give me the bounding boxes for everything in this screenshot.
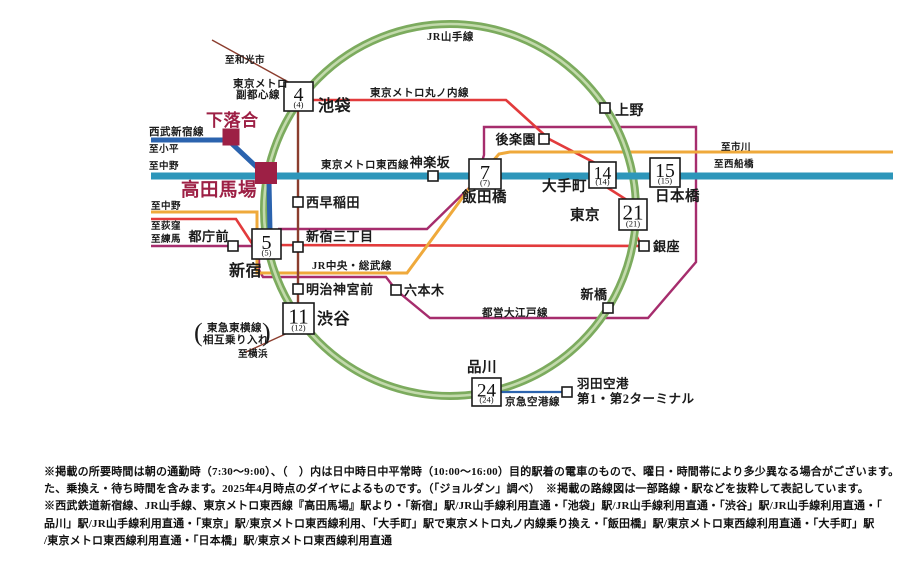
station-marker-ginza (638, 240, 650, 252)
label-ginza: 銀座 (653, 239, 680, 254)
label-fukutoshin-line-1: 東京メトロ (233, 77, 288, 90)
badge-minutes-ikebukuro: 4 (294, 84, 304, 106)
station-marker-meiji-jingumae (292, 283, 304, 295)
label-to-nakano-sobu: 至中野 (151, 200, 181, 212)
label-shimbashi: 新橋 (580, 287, 608, 302)
badge-minutes-shibuya: 11 (288, 304, 308, 328)
badge-minutes-daytime-nihombashi: (15) (658, 176, 672, 186)
label-shimo-ochiai: 下落合 (206, 110, 259, 130)
badge-minutes-nihombashi: 15 (655, 160, 675, 182)
station-marker-roppongi (390, 284, 402, 296)
station-marker-shinjuku-sanchome (292, 241, 304, 253)
label-to-ogikubo: 至荻窪 (151, 220, 181, 232)
badge-minutes-daytime-tokyo: (21) (626, 219, 640, 229)
label-to-yokohama: 至横浜 (238, 348, 268, 360)
label-toyoko-note-2: 相互乗り入れ (203, 333, 269, 346)
label-korakuen: 後楽園 (495, 132, 536, 147)
label-seibu-shinjuku-line: 西武新宿線 (149, 125, 204, 138)
route-map-svg: 4(4) 5(5) 11(12) 7(7) 14(14) 15(15) 21(21) 24(2… (149, 20, 893, 408)
badge-minutes-iidabashi: 7 (480, 162, 490, 184)
station-marker-tochomae (227, 240, 239, 252)
badge-box-tokyo (618, 198, 648, 231)
badge-minutes-tokyo: 21 (622, 200, 643, 224)
label-fukutoshin-line-2: 副都心線 (236, 88, 280, 101)
label-shibuya: 渋谷 (317, 309, 351, 328)
toyoko-note-paren-right: ) (262, 318, 271, 347)
fukutoshin-approach (211, 39, 293, 85)
badge-box-shinjuku (251, 228, 282, 260)
label-otemachi: 大手町 (542, 177, 587, 195)
label-to-nerima: 至練馬 (151, 233, 181, 245)
badge-minutes-shinjuku: 5 (261, 232, 271, 254)
footnote-line: ※掲載の所要時間は朝の通勤時（7:30～9:00）、（ ）内は日中時日中平常時（… (44, 466, 898, 478)
badge-minutes-daytime-iidabashi: (7) (480, 178, 490, 188)
station-marker-haneda-airport (561, 386, 573, 398)
footnotes: ※掲載の所要時間は朝の通勤時（7:30～9:00）、（ ）内は日中時日中平常時（… (44, 464, 898, 550)
label-marunouchi-line: 東京メトロ丸ノ内線 (370, 86, 469, 99)
badge-box-ikebukuro (283, 81, 314, 112)
label-nishi-waseda: 西早稲田 (306, 195, 360, 210)
label-ikebukuro: 池袋 (318, 96, 352, 115)
label-jr-yamanote-line: JR山手線 (427, 30, 474, 43)
label-tozai-line: 東京メトロ東西線 (321, 158, 409, 171)
badge-minutes-otemachi: 14 (594, 163, 612, 183)
badge-box-otemachi (588, 161, 617, 189)
badge-minutes-daytime-shibuya: (12) (291, 323, 305, 333)
station-marker-nishi-waseda (292, 196, 304, 208)
label-shinjuku-sanchome: 新宿三丁目 (306, 229, 374, 244)
label-to-wakoshi: 至和光市 (225, 54, 265, 66)
label-ueno: 上野 (615, 103, 644, 119)
label-iidabashi: 飯田橋 (461, 188, 507, 206)
label-haneda-2: 第1・第2ターミナル (577, 391, 695, 406)
label-shinjuku: 新宿 (229, 261, 262, 280)
label-shinagawa: 品川 (467, 359, 497, 376)
station-marker-shimbashi (602, 302, 614, 314)
label-to-kodaira: 至小平 (149, 143, 179, 155)
label-chuo-sobu-line: JR中央・総武線 (312, 259, 392, 272)
label-nihombashi: 日本橋 (655, 187, 700, 205)
label-roppongi: 六本木 (404, 283, 445, 298)
label-meiji-jingumae: 明治神宮前 (306, 282, 374, 297)
badge-box-nihombashi (649, 157, 681, 188)
station-marker-ueno (599, 102, 611, 114)
label-oedo-line: 都営大江戸線 (481, 306, 548, 319)
label-tokyo: 東京 (570, 206, 600, 224)
label-to-ichikawa: 至市川 (721, 141, 751, 153)
badge-box-iidabashi (468, 158, 502, 190)
label-toyoko-note-1: 東急東横線 (207, 321, 262, 334)
badge-box-shinagawa (471, 377, 502, 407)
footnote-line: た、乗換え・待ち時間を含みます。2025年4月時点のダイヤによるものです。（「ジ… (44, 483, 869, 496)
badge-minutes-daytime-otemachi: (14) (595, 177, 609, 187)
label-tochomae: 都庁前 (187, 229, 229, 244)
footnote-line: 品川」駅/JR山手線利用直通・「東京」駅/東京メトロ東西線利用、「大手町」駅で東… (44, 517, 875, 530)
badge-minutes-daytime-ikebukuro: (4) (294, 100, 304, 110)
chuo-sobu-line (151, 150, 893, 275)
label-keikyu-airport-line: 京急空港線 (505, 395, 560, 408)
badge-box-shibuya (282, 302, 315, 335)
badge-minutes-daytime-shinagawa: (24) (479, 395, 493, 405)
badge-minutes-shinagawa: 24 (477, 380, 497, 401)
label-to-nakano-tozai: 至中野 (149, 160, 179, 172)
label-takadanobaba: 高田馬場 (181, 179, 257, 201)
label-to-nishi-funabashi: 至西船橋 (714, 158, 754, 170)
station-marker-takadanobaba (255, 162, 277, 184)
station-marker-shimo-ochiai (222, 128, 240, 146)
label-haneda-1: 羽田空港 (577, 376, 629, 391)
footnote-line: ※西武鉄道新宿線、JR山手線、東京メトロ東西線『高田馬場』駅より・「新宿」駅/J… (44, 500, 883, 513)
footnote-line: /東京メトロ東西線利用直通・「日本橋」駅/東京メトロ東西線利用直通 (44, 534, 393, 547)
station-marker-kagurazaka (427, 170, 439, 182)
toyoko-note-paren-left: ( (194, 318, 203, 347)
station-marker-korakuen (538, 133, 550, 145)
badge-minutes-daytime-shinjuku: (5) (262, 248, 272, 258)
label-kagurazaka: 神楽坂 (410, 155, 451, 170)
